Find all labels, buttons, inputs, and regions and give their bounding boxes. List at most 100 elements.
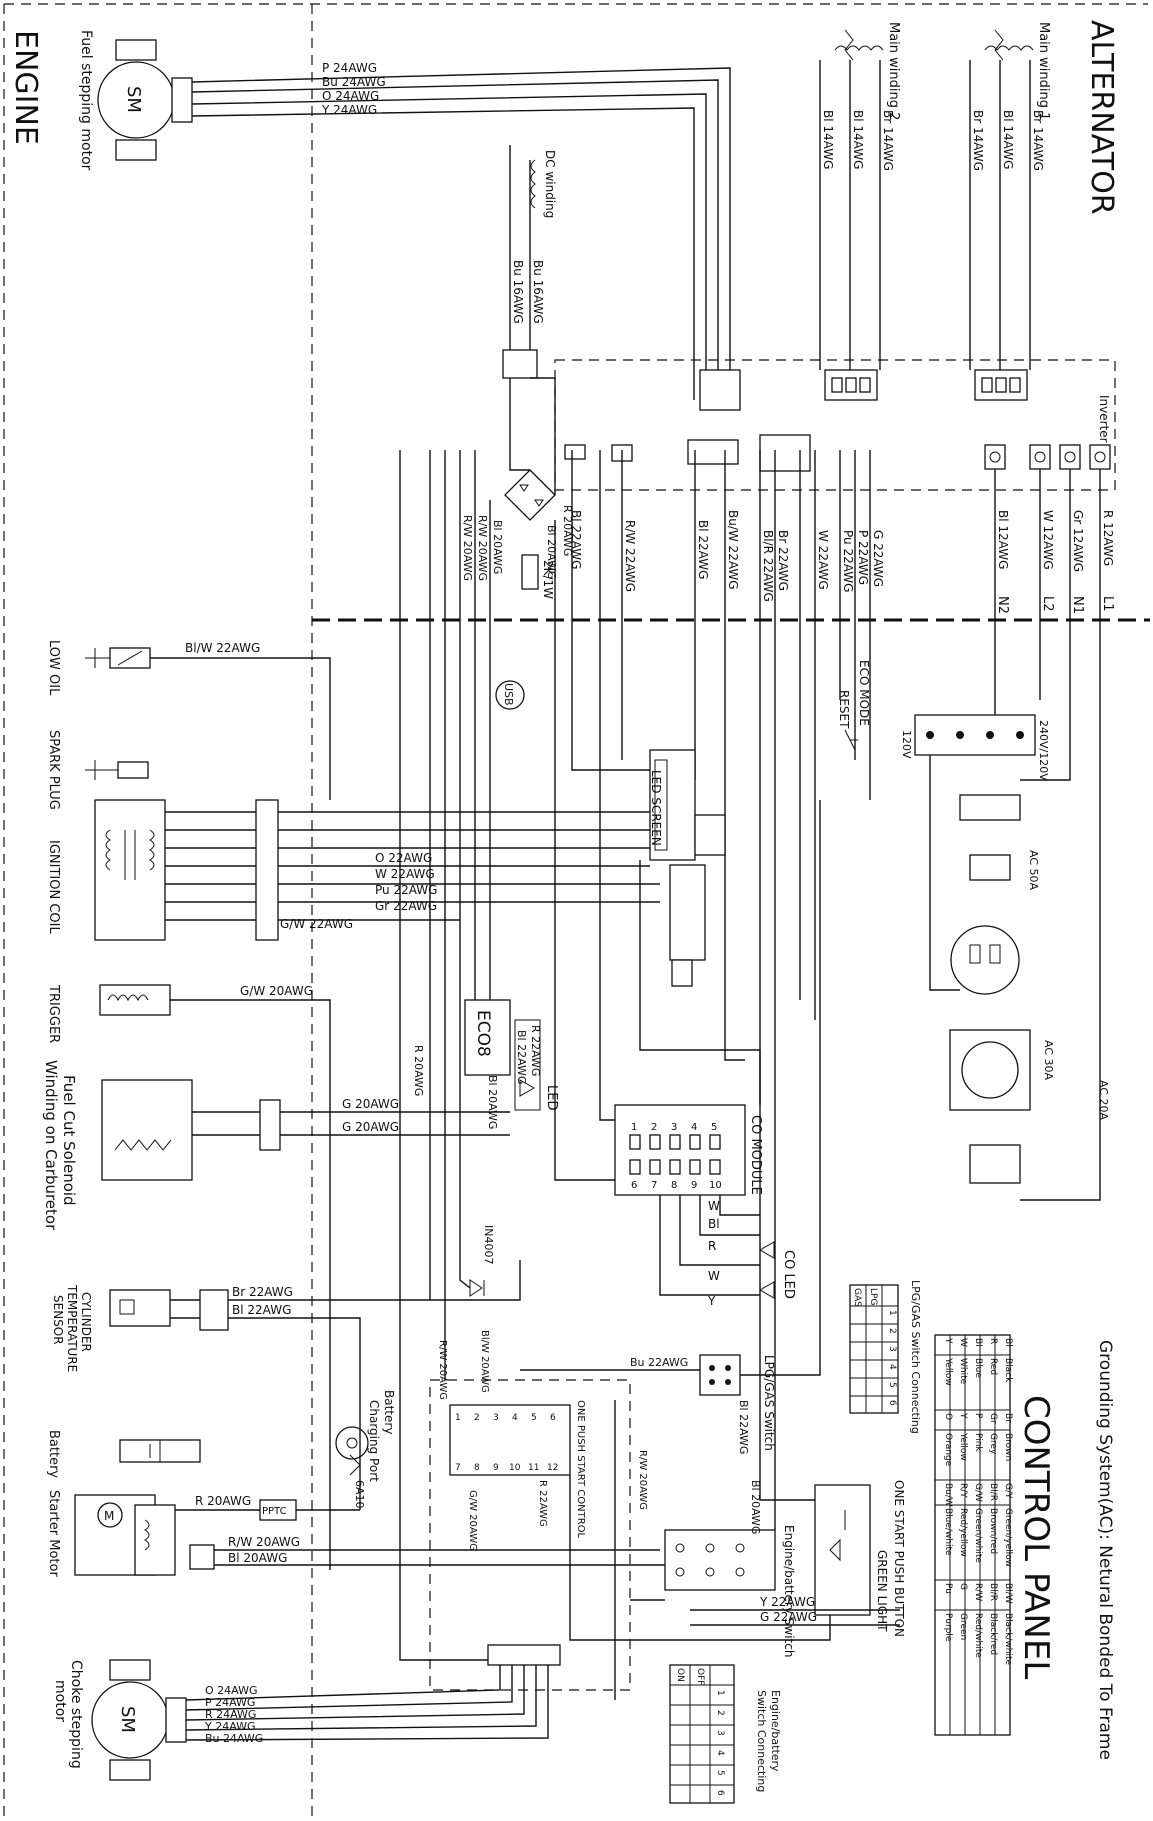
rect-wire-1: R 20AWG bbox=[561, 505, 574, 556]
lpg-wire-1: Bu 22AWG bbox=[630, 1356, 688, 1369]
inverter-output-wires: R 12AWG Gr 12AWG W 12AWG Bl 12AWG L1 N1 … bbox=[994, 469, 1115, 620]
grounding-note: Grounding System(AC): Netural Bonded To … bbox=[1095, 1340, 1115, 1760]
op-pin-3: 3 bbox=[493, 1413, 499, 1423]
choke-stepping-motor: SM Choke stepping motor O 24AWG P 24AWG … bbox=[52, 1644, 561, 1781]
pptc-label: PPTC bbox=[262, 1506, 287, 1517]
op-pin-10: 10 bbox=[509, 1463, 521, 1473]
lg-0-3: Brown bbox=[1003, 1433, 1013, 1461]
legend-row-3: Bl Blue P Pink G/W Green/white R/W Red/w… bbox=[973, 1338, 983, 1658]
es-col-1: 1 bbox=[715, 1690, 725, 1696]
op-pin-11: 11 bbox=[528, 1463, 539, 1473]
sig-wire-8: Bl 22AWG bbox=[696, 520, 710, 579]
temp-wire-1: Br 22AWG bbox=[232, 1285, 293, 1299]
rect-wire-3: Bl 20AWG bbox=[491, 520, 504, 574]
lg-3-0: W bbox=[958, 1338, 968, 1347]
one-start-label: ONE START PUSH BUTTON bbox=[892, 1480, 906, 1637]
green-wire-2: G 22AWG bbox=[760, 1610, 817, 1624]
fuel-wire-4: Y 24AWG bbox=[321, 103, 377, 117]
op-wire-1: R/W 20AWG bbox=[437, 1340, 448, 1400]
main-winding-2: Main winding 2 Br 14AWG Bl 14AWG Bl 14AW… bbox=[819, 22, 901, 401]
ignition-coil-label: IGNITION COIL bbox=[46, 840, 61, 934]
eco8-wire-1: R 22AWG bbox=[529, 1025, 542, 1076]
lg-3-7: Green bbox=[958, 1613, 968, 1640]
eco8-wire-3: Bl 20AWG bbox=[486, 1075, 499, 1129]
engine-title: ENGINE bbox=[8, 30, 43, 145]
eng-sw-wire: Bl 20AWG bbox=[749, 1480, 762, 1534]
choke-sm-label: SM bbox=[117, 1706, 138, 1733]
op-wire-5: R/W 20AWG bbox=[637, 1450, 648, 1510]
lpg-table-title: LPG/GAS Switch Connecting bbox=[909, 1280, 922, 1434]
lg-1-1: Red bbox=[988, 1358, 998, 1375]
co-wire-2: Bl bbox=[708, 1217, 720, 1231]
spark-plug: SPARK PLUG bbox=[46, 730, 149, 810]
sig-wire-1: G 22AWG bbox=[871, 530, 885, 587]
co-pin-9: 9 bbox=[691, 1180, 697, 1191]
lg-3-1: White bbox=[958, 1358, 968, 1385]
fuel-wire-3: O 24AWG bbox=[322, 89, 379, 103]
lpg-wire-2: Bl 22AWG bbox=[737, 1400, 750, 1454]
lg-2-6: R/W bbox=[973, 1583, 983, 1601]
lpg-col-3: 3 bbox=[887, 1346, 897, 1352]
lg-1-0: R bbox=[988, 1338, 998, 1344]
sig-wire-2: P 22AWG bbox=[856, 530, 870, 585]
resistor-2k: 2K/1W bbox=[521, 554, 555, 599]
lg-0-7: Black/white bbox=[1003, 1613, 1013, 1665]
co-module-label: CO MODULE bbox=[748, 1115, 763, 1195]
fcs-label-2: Winding on Carburetor bbox=[42, 1060, 60, 1231]
op-pin-12: 12 bbox=[547, 1463, 558, 1473]
op-pin-4: 4 bbox=[512, 1413, 518, 1423]
battery-charging-port: Battery Charging Port 6A10 bbox=[335, 1390, 396, 1509]
starter-motor: M Starter Motor PPTC R 20AWG R/W 20AWG B… bbox=[46, 1490, 690, 1577]
reset-label: RESET bbox=[837, 690, 851, 729]
term-n2: N2 bbox=[995, 596, 1010, 614]
sig-wire-7: Bu/W 22AWG bbox=[726, 510, 740, 590]
mw1-wire-2: Bl 14AWG bbox=[1001, 110, 1015, 169]
lg-4-0: Y bbox=[943, 1337, 953, 1344]
dc-winding-label: DC winding bbox=[543, 150, 557, 218]
op-pin-5: 5 bbox=[531, 1413, 537, 1423]
engine-battery-switch: Engine/battery Switch Bl 20AWG bbox=[664, 1480, 796, 1657]
fuel-motor-wires: P 24AWG Bu 24AWG O 24AWG Y 24AWG bbox=[191, 61, 731, 400]
term-l1: L1 bbox=[1100, 596, 1115, 612]
rect-wire-5: R/W 20AWG bbox=[461, 515, 474, 581]
legend-row-2: R Red Gr Grey Bl/R Brown/red Bl/R Black/… bbox=[988, 1338, 998, 1655]
op-wire-3: G/W 20AWG bbox=[467, 1490, 478, 1551]
lpg-col-5: 5 bbox=[887, 1382, 897, 1388]
out-wire-l1: R 12AWG bbox=[1101, 510, 1115, 566]
sig-wire-3: Pu 22AWG bbox=[841, 530, 855, 592]
es-col-2: 2 bbox=[715, 1710, 725, 1716]
inverter-label: Inverter bbox=[1097, 395, 1111, 443]
fuel-cut-solenoid: Fuel Cut Solenoid Winding on Carburetor … bbox=[42, 1060, 510, 1231]
ac-30a-outlet: AC 30A bbox=[949, 1029, 1055, 1111]
inverter-box: Inverter bbox=[554, 359, 1116, 491]
op-pin-6: 6 bbox=[550, 1413, 556, 1423]
mw2-wire-1: Br 14AWG bbox=[881, 110, 895, 171]
co-pin-4: 4 bbox=[691, 1122, 697, 1133]
motor-m: M bbox=[104, 1509, 114, 1523]
lpg-col-4: 4 bbox=[887, 1364, 897, 1370]
battery: Battery bbox=[46, 1430, 201, 1478]
v120-label: 120V bbox=[900, 730, 913, 759]
es-row-2: ON bbox=[675, 1668, 685, 1682]
lg-1-6: Bl/R bbox=[988, 1583, 998, 1601]
es-col-3: 3 bbox=[715, 1730, 725, 1736]
mw2-wire-3: Bl 14AWG bbox=[821, 110, 835, 169]
spark-plug-label: SPARK PLUG bbox=[46, 730, 61, 810]
inverter-terminals bbox=[984, 444, 1111, 470]
out-wire-n1: Gr 12AWG bbox=[1071, 510, 1085, 572]
lg-3-3: Yellow bbox=[958, 1432, 968, 1461]
op-wire-2: Bl/W 20AWG bbox=[479, 1330, 490, 1393]
trigger-label: TRIGGER bbox=[46, 984, 61, 1043]
co-led-label: CO LED bbox=[781, 1250, 796, 1299]
led-screen-label: LED SCREEN bbox=[649, 770, 663, 846]
ac-50a-label: AC 50A bbox=[1027, 850, 1040, 891]
diode-in4007: IN4007 bbox=[469, 1225, 495, 1297]
lg-1-7: Black/red bbox=[988, 1613, 998, 1655]
lpg-col-6: 6 bbox=[887, 1400, 897, 1406]
lg-4-5: Blue/white bbox=[943, 1508, 953, 1556]
co-pin-3: 3 bbox=[671, 1122, 677, 1133]
lpg-row-2: GAS bbox=[852, 1288, 862, 1307]
co-pin-6: 6 bbox=[631, 1180, 637, 1191]
co-pin-5: 5 bbox=[711, 1122, 717, 1133]
